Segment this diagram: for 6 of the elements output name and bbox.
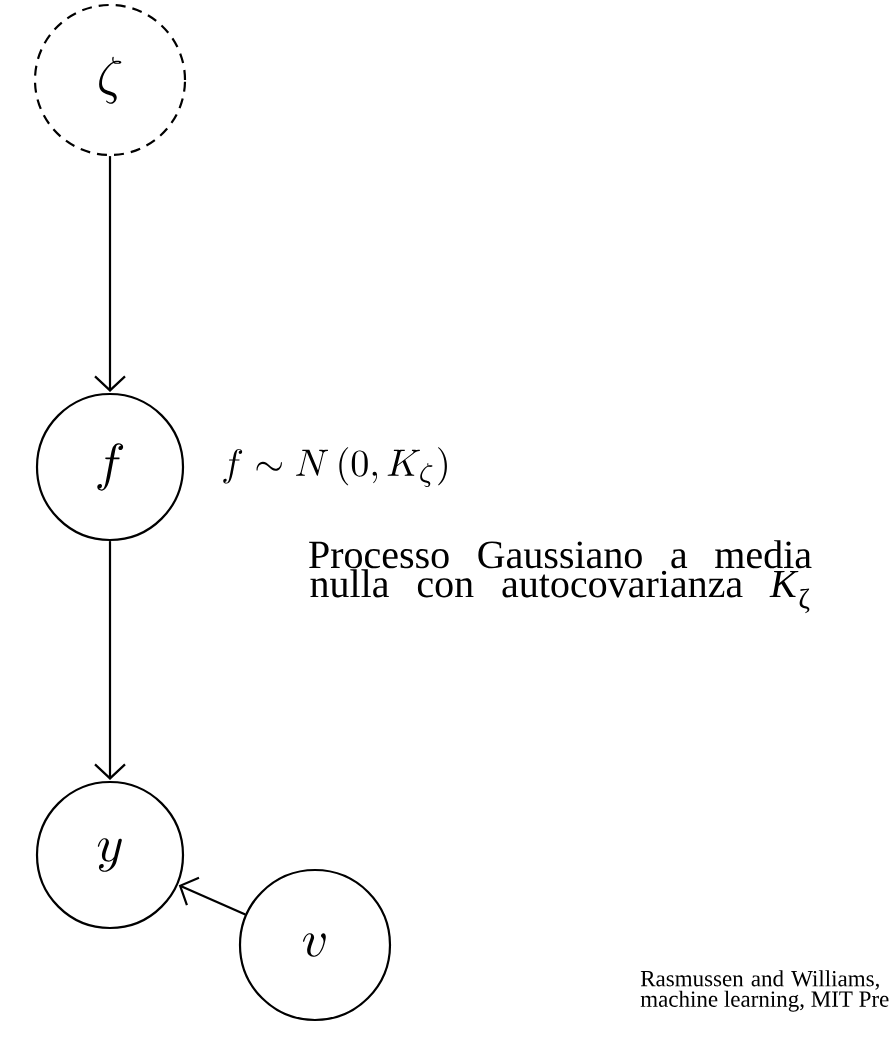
arrow (94, 156, 126, 392)
arrow (94, 541, 126, 780)
description-text: Processo Gaussiano a media nulla con autocovarianza K$_{ζ}$ (309, 540, 812, 614)
citation-text: Rasmussen and Williams, machine learning, MIT Pre (640, 970, 889, 1012)
formula: $f \sim N\left(0, K_{\zeta}\right)$ (223, 447, 447, 487)
arrow (178, 876, 246, 916)
